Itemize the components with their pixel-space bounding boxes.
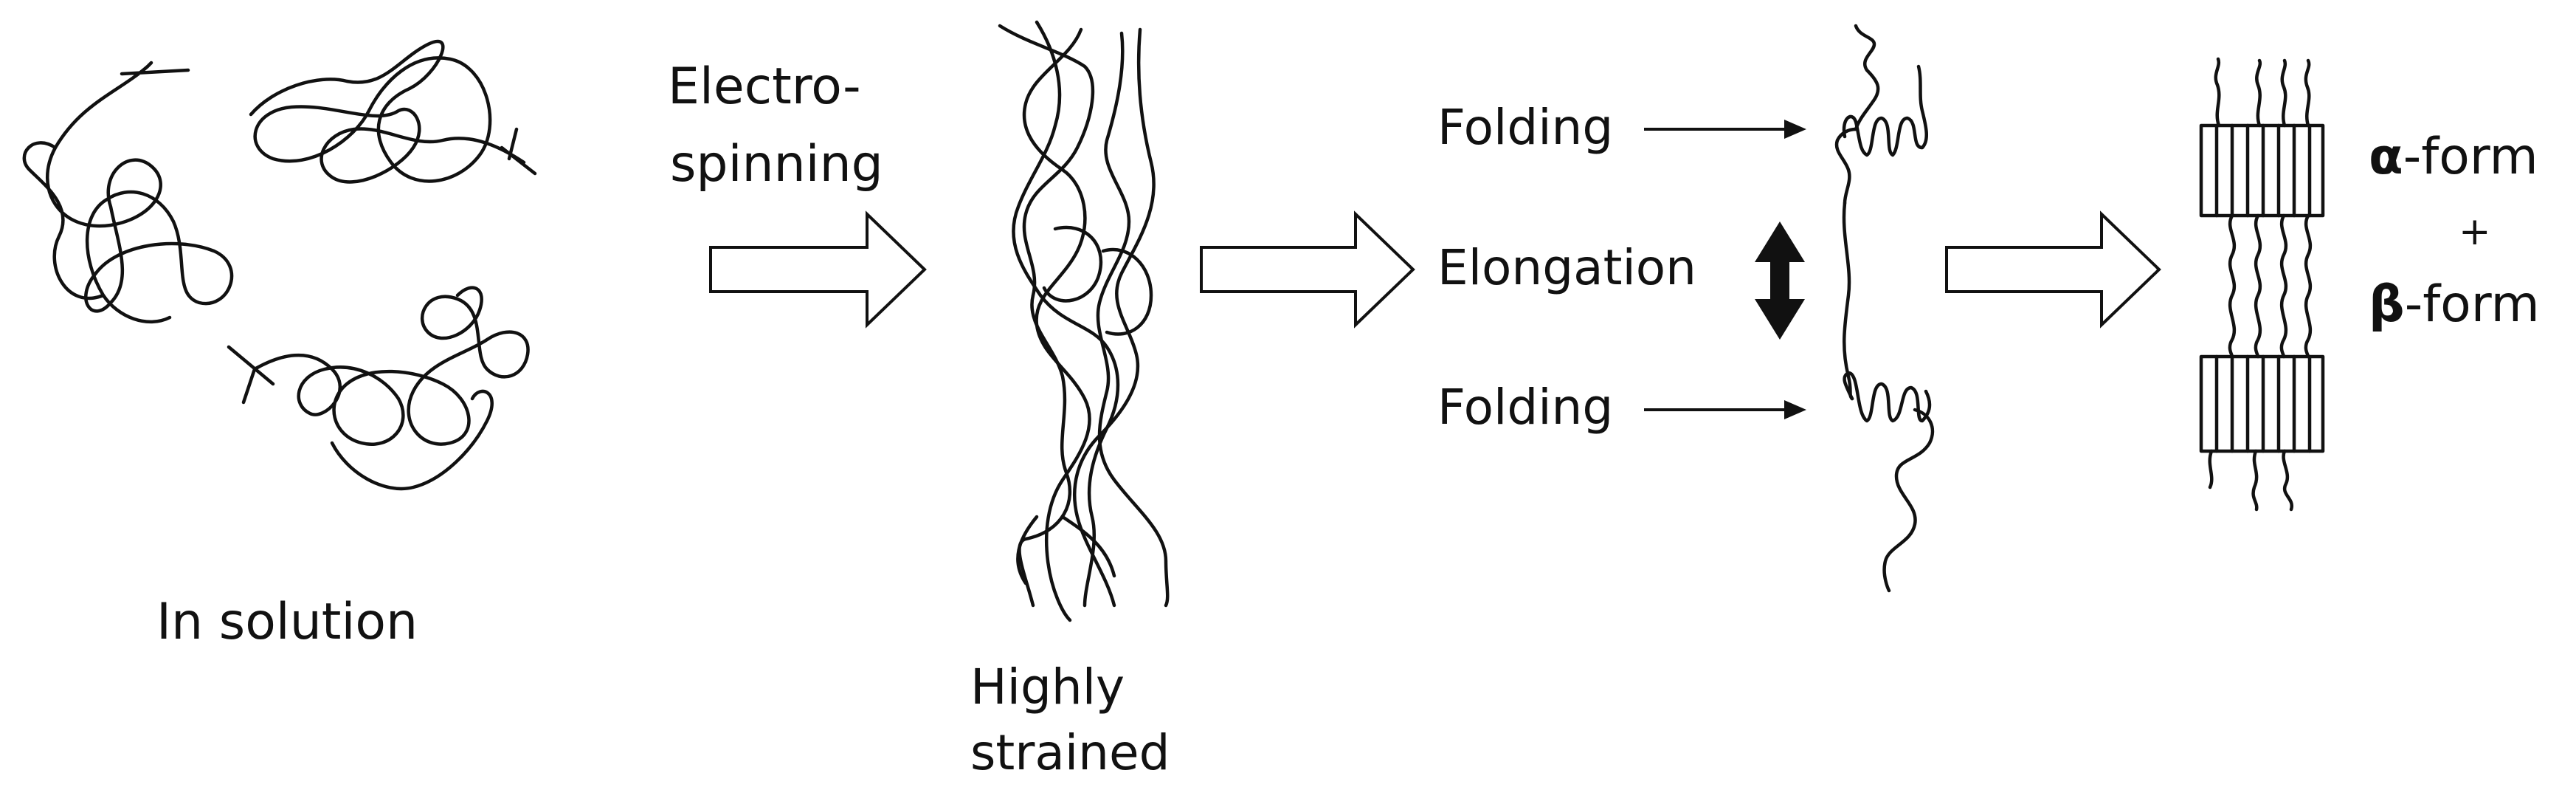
elongation-label: Elongation xyxy=(1437,239,1697,296)
elongation-double-arrow xyxy=(1755,221,1805,340)
folding-chain-bottom xyxy=(1843,371,1935,593)
polymer-coil-3 xyxy=(227,286,530,491)
electro-spinning-label-line1: Electro- xyxy=(668,58,861,116)
crystal-bottom-tails xyxy=(2208,449,2294,512)
folding-arrow-bottom xyxy=(1644,400,1806,419)
elongated-chain xyxy=(1842,201,1854,401)
beta-symbol: β xyxy=(2369,275,2405,334)
alpha-symbol: α xyxy=(2369,128,2403,186)
process-arrow-2 xyxy=(1200,210,1415,329)
folding-label-bottom: Folding xyxy=(1437,379,1614,436)
polymer-coil-1 xyxy=(22,61,234,324)
crystal-block-bottom xyxy=(2199,354,2325,453)
polymer-coil-2 xyxy=(249,39,537,184)
electro-spinning-label-line2: spinning xyxy=(670,135,883,193)
process-arrow-3 xyxy=(1945,210,2161,329)
folding-chain-top xyxy=(1834,24,1928,205)
in-solution-label: In solution xyxy=(156,593,418,651)
beta-form-label: β-form xyxy=(2369,275,2540,334)
amorphous-chains-middle xyxy=(2228,213,2313,359)
beta-form-suffix: -form xyxy=(2404,275,2540,334)
highly-strained-label-line2: strained xyxy=(970,724,1170,781)
alpha-form-suffix: -form xyxy=(2403,128,2538,186)
strained-fiber-bundle xyxy=(998,20,1170,622)
plus-sign: + xyxy=(2459,210,2491,254)
folding-label-top: Folding xyxy=(1437,99,1614,156)
crystal-top-tails xyxy=(2214,57,2311,128)
crystal-block-top xyxy=(2199,123,2325,218)
highly-strained-label-line1: Highly xyxy=(970,659,1125,715)
process-arrow-1 xyxy=(709,210,927,329)
folding-arrow-top xyxy=(1644,120,1806,139)
alpha-form-label: α-form xyxy=(2369,128,2538,186)
